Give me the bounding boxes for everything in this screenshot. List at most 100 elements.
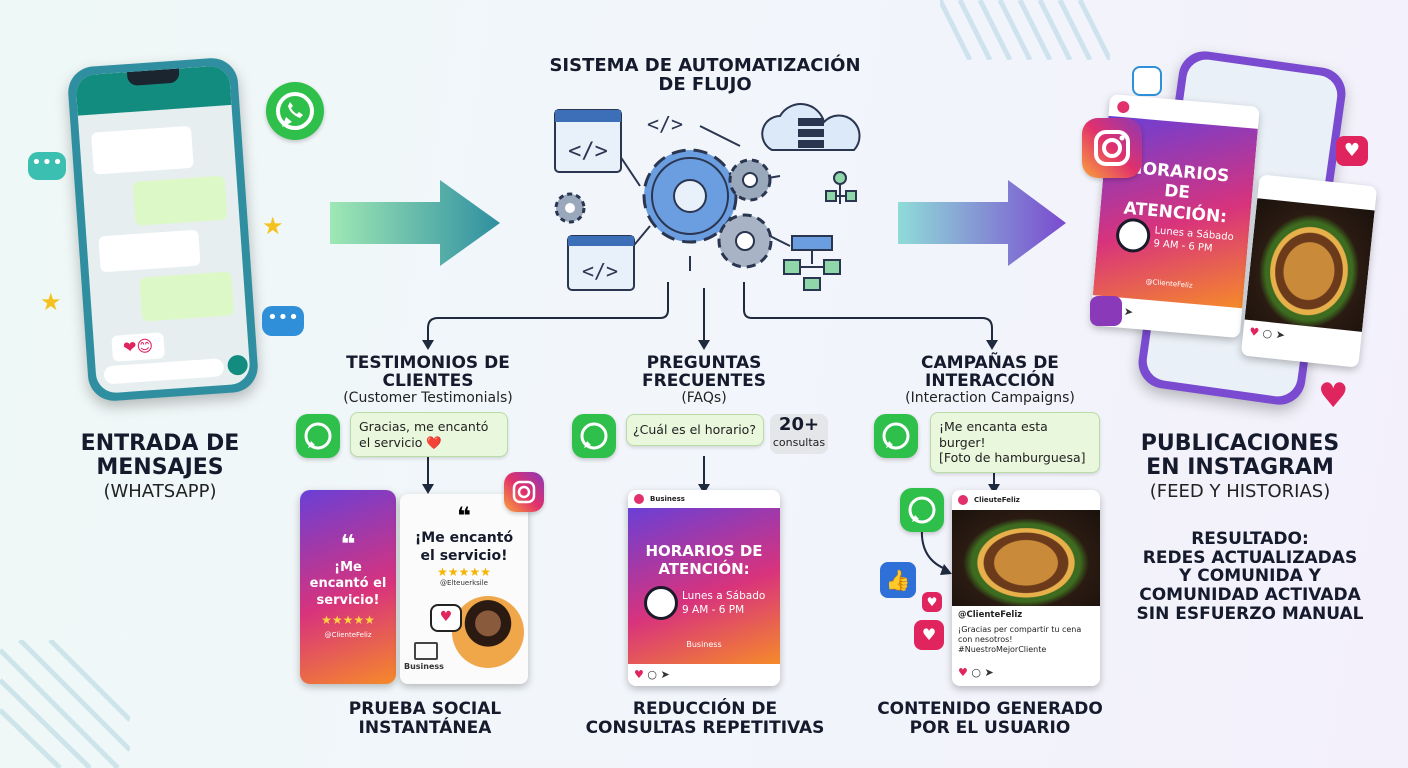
campaign-caption-3: #NuestroMejorCliente xyxy=(958,644,1047,654)
result-line-1: RESULTADO: xyxy=(1191,529,1309,549)
like-icon: ♥ xyxy=(634,668,644,681)
testimonials-caption: PRUEBA SOCIAL INSTANTÁNEA xyxy=(310,700,540,737)
consultas-badge: 20+ consultas xyxy=(770,414,828,454)
faq-title-line2: FRECUENTES xyxy=(642,371,766,392)
smiling-woman-photo xyxy=(452,596,524,668)
story-quote: ¡Me encantó el servicio! xyxy=(309,560,387,608)
system-title-line2: DE FLUJO xyxy=(658,74,752,96)
campaign-post-user: @ClienteFeliz xyxy=(958,610,1023,620)
share-icon: ➤ xyxy=(1123,304,1134,319)
campaign-message-line1: ¡Me encanta esta burger! xyxy=(939,419,1048,450)
share-icon: ➤ xyxy=(1274,327,1286,342)
share-icon: ➤ xyxy=(660,668,670,681)
consultas-label: consultas xyxy=(772,436,826,449)
instagram-icon xyxy=(504,472,544,512)
clock-icon xyxy=(1114,217,1152,254)
faq-post-headline-1: HORARIOS DE xyxy=(645,542,763,560)
campaigns-title-line2: INTERACCIÓN xyxy=(925,371,1055,392)
testimonials-title-line1: TESTIMONIOS DE xyxy=(346,353,510,373)
star-icon: ★ xyxy=(40,288,62,316)
chat-bubble-icon: ••• xyxy=(28,152,66,180)
like-icon: ♥ xyxy=(1248,325,1260,340)
code-window-icon: </> xyxy=(567,235,635,291)
thumbs-up-icon: 👍 xyxy=(880,562,916,598)
chat-bubble-icon: ••• xyxy=(262,306,304,336)
faq-message-bubble: ¿Cuál es el horario? xyxy=(626,414,764,446)
faq-title-line1: PREGUNTAS xyxy=(646,353,762,373)
right-title-line2: EN INSTAGRAM xyxy=(1146,454,1334,480)
result-line-3: Y COMUNIDA Y xyxy=(1179,566,1321,587)
arrow-to-system xyxy=(330,180,500,266)
campaign-message-bubble: ¡Me encanta esta burger! [Foto de hambur… xyxy=(930,412,1100,473)
testimonials-caption-line2: INSTANTÁNEA xyxy=(358,717,492,738)
share-icon: ➤ xyxy=(984,666,994,679)
camera-icon xyxy=(1132,66,1162,96)
decorative-stripes-bottom-left xyxy=(0,640,130,768)
svg-text:</>: </> xyxy=(582,259,618,283)
campaign-post-card: ClieuteFeliz @ClienteFeliz ¡Gracias per … xyxy=(952,490,1100,686)
faq-message-text: ¿Cuál es el horario? xyxy=(633,422,756,437)
post-quote: ¡Me encantó el servicio! xyxy=(414,530,514,564)
faq-hours-line2: 9 AM - 6 PM xyxy=(682,603,745,616)
testimonial-message-text: Gracias, me encantó el servicio ❤️ xyxy=(359,419,489,450)
faq-caption: REDUCCIÓN DE CONSULTAS REPETITIVAS xyxy=(580,700,830,737)
left-title-line2: MENSAJES xyxy=(96,454,224,480)
left-title-line1: ENTRADA DE xyxy=(80,431,240,456)
branch-testimonials-title: TESTIMONIOS DE CLIENTES (Customer Testim… xyxy=(318,354,538,406)
code-window-icon: </> xyxy=(554,109,622,173)
code-symbol-icon: </> xyxy=(647,112,683,136)
system-title-line1: SISTEMA DE AUTOMATIZACIÓN xyxy=(549,55,861,76)
testimonials-title-line2: CLIENTES xyxy=(382,371,474,392)
campaign-message-line2: [Foto de hamburguesa] xyxy=(939,450,1086,466)
campaign-post-header: ClieuteFeliz xyxy=(974,496,1020,504)
campaigns-caption-line2: POR EL USUARIO xyxy=(909,717,1071,738)
campaign-caption-1: ¡Gracias per compartir tu cena xyxy=(958,624,1082,634)
star-icon: ★ xyxy=(262,212,284,240)
branch-faq-title: PREGUNTAS FRECUENTES (FAQs) xyxy=(594,354,814,406)
camera-icon xyxy=(1090,296,1122,326)
comment-icon: ○ xyxy=(971,666,981,679)
post-action-bar: ♥ ○ ➤ xyxy=(628,664,780,686)
result-block: RESULTADO: REDES ACTUALIZADAS Y COMUNIDA… xyxy=(1120,530,1380,623)
burger-photo xyxy=(952,510,1100,606)
result-line-4: COMUNIDAD ACTIVADA xyxy=(1139,585,1361,606)
whatsapp-icon xyxy=(900,488,944,532)
testimonial-story-card: ❝ ¡Me encantó el servicio! ★★★★★ @Client… xyxy=(300,490,396,684)
faq-post-brand: Business xyxy=(686,640,722,649)
flowchart-icon xyxy=(783,235,841,291)
heart-bubble-icon: ♥ xyxy=(430,604,462,632)
whatsapp-icon xyxy=(874,414,918,458)
comment-icon: ○ xyxy=(1261,326,1273,341)
decorative-stripes-top-right xyxy=(940,0,1110,60)
left-subtitle: (WHATSAPP) xyxy=(103,480,217,502)
heart-icon: ♥ xyxy=(922,592,942,612)
faq-caption-line2: CONSULTAS REPETITIVAS xyxy=(585,717,825,738)
medium-gear-icon xyxy=(717,213,773,269)
shop-icon xyxy=(414,642,438,660)
post-action-bar: ♥ ○ ➤ xyxy=(958,666,994,679)
right-section-title: PUBLICACIONES EN INSTAGRAM (FEED Y HISTO… xyxy=(1120,432,1360,501)
faq-hours-line1: Lunes a Sábado xyxy=(682,590,766,602)
network-node-icon xyxy=(825,171,857,204)
story-user: @ClienteFeliz xyxy=(324,630,372,639)
post-brand: Business xyxy=(404,662,444,671)
heart-icon: ♥ xyxy=(1318,376,1349,416)
cloud-server-icon xyxy=(761,103,861,151)
branch-campaigns-title: CAMPAÑAS DE INTERACCIÓN (Interaction Cam… xyxy=(880,354,1100,406)
svg-text:</>: </> xyxy=(568,139,608,164)
whatsapp-icon xyxy=(572,414,616,458)
testimonial-message-bubble: Gracias, me encantó el servicio ❤️ xyxy=(350,412,508,458)
faq-caption-line1: REDUCCIÓN DE xyxy=(632,699,778,719)
whatsapp-logo-icon xyxy=(266,82,324,140)
campaigns-title-line1: CAMPAÑAS DE xyxy=(921,353,1059,373)
testimonial-post-card: ❝ ¡Me encantó el servicio! ★★★★★ @Elteue… xyxy=(400,494,528,684)
small-gear-icon xyxy=(728,158,772,202)
clock-icon xyxy=(644,586,678,620)
right-subtitle: (FEED Y HISTORIAS) xyxy=(1149,480,1331,502)
like-icon: ♥ xyxy=(958,666,968,679)
heart-icon: ♥ xyxy=(1336,136,1368,166)
campaigns-caption: CONTENIDO GENERADO POR EL USUARIO xyxy=(870,700,1110,737)
testimonials-caption-line1: PRUEBA SOCIAL xyxy=(348,699,502,719)
arrow-to-instagram xyxy=(898,180,1066,266)
main-gear-icon xyxy=(642,148,738,244)
